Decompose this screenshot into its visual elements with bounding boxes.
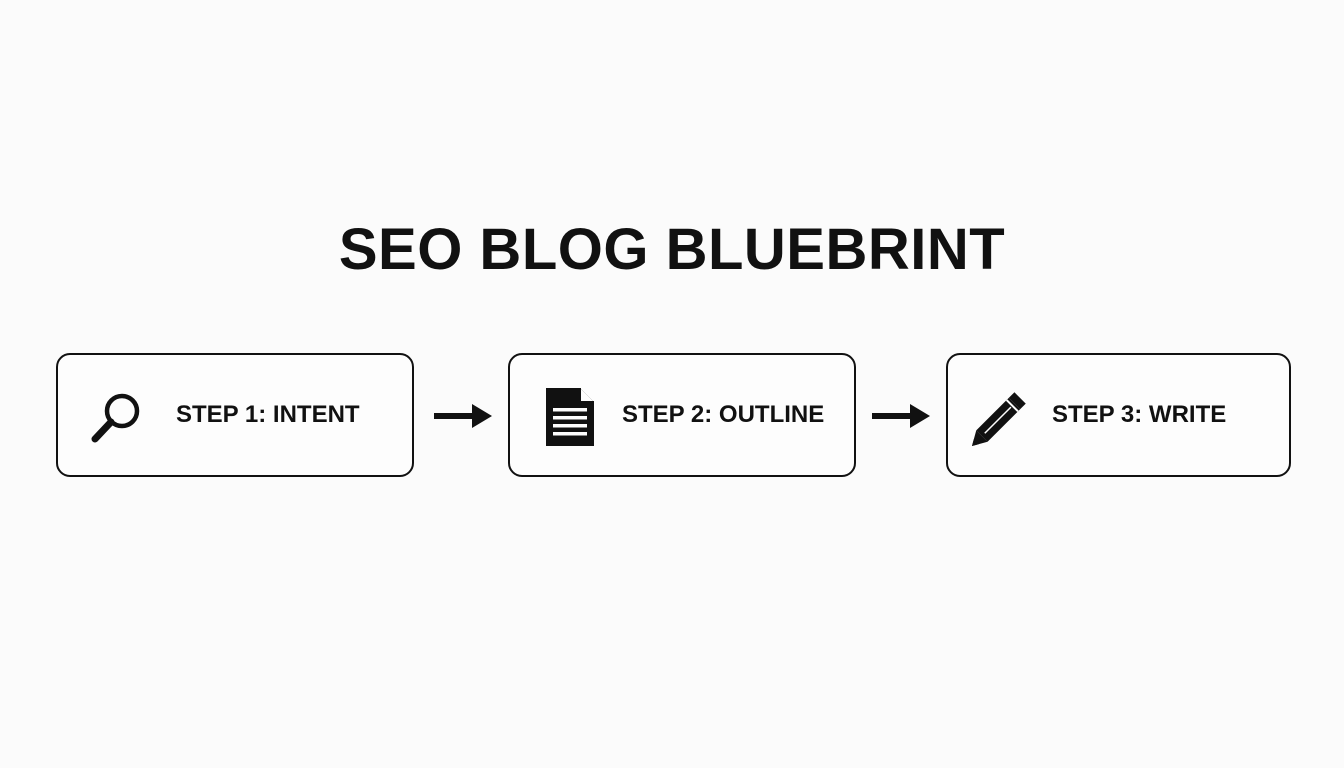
step-3-box: STEP 3: WRITE — [946, 353, 1291, 477]
step-1-label: STEP 1: INTENT — [176, 401, 360, 428]
step-2-box: STEP 2: OUTLINE — [508, 353, 856, 477]
arrow-right-icon — [434, 404, 492, 428]
pencil-icon — [972, 392, 1026, 446]
arrow-right-icon — [872, 404, 930, 428]
document-icon — [546, 388, 594, 446]
diagram-title: SEO BLOG BLUEBRINT — [338, 217, 1006, 282]
step-1-box: STEP 1: INTENT — [56, 353, 414, 477]
step-3-label: STEP 3: WRITE — [1052, 401, 1227, 428]
magnifying-glass-icon — [91, 393, 140, 443]
step-2-label: STEP 2: OUTLINE — [622, 401, 825, 428]
